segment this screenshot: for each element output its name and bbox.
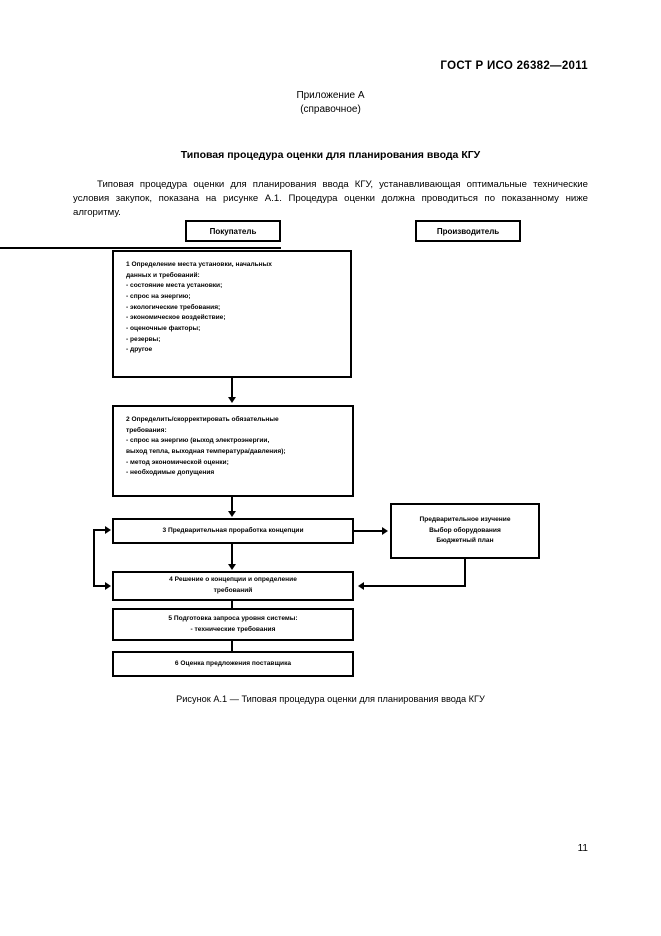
node-step-1-line-6: - экономическое воздействие; <box>126 314 226 322</box>
node-step-1-line-8: - резервы; <box>126 335 161 343</box>
arrowhead-step2-step3 <box>228 511 236 517</box>
node-step-5: 5 Подготовка запроса уровня системы: - т… <box>112 608 354 641</box>
role-header-manufacturer: Производитель <box>415 220 521 242</box>
arrowhead-step3-manufacturer <box>382 527 388 535</box>
node-step-1-line-3: - состояние места установки; <box>126 282 223 290</box>
node-step-5-line-2: - технические требования <box>190 625 276 633</box>
section-title: Типовая процедура оценки для планировани… <box>180 149 481 161</box>
node-step-2-line-4: выход тепла, выходная температура/давлен… <box>126 448 286 456</box>
node-step-6-line-1: 6 Оценка предложения поставщика <box>174 659 292 667</box>
node-step-1: 1 Определение места установки, начальных… <box>112 250 352 378</box>
node-step-6: 6 Оценка предложения поставщика <box>112 651 354 677</box>
node-step-2-line-3: - спрос на энергию (выход электроэнергии… <box>126 437 270 445</box>
connector-step3-step4 <box>231 544 233 567</box>
role-header-buyer-label: Покупатель <box>209 226 257 236</box>
arrowhead-feedback-step3 <box>105 526 111 534</box>
node-step-1-line-7: - оценочные факторы; <box>126 325 201 333</box>
node-step-2-line-1: 2 Определить/скорректировать обязательны… <box>126 416 279 423</box>
flowchart: Покупатель Производитель 1 Определение м… <box>0 215 661 695</box>
connector-step1-step2 <box>231 378 233 399</box>
role-header-buyer: Покупатель <box>185 220 281 242</box>
standard-header: ГОСТ Р ИСО 26382—2011 <box>440 60 588 72</box>
connector-manufacturer-step4-vertical <box>464 559 466 587</box>
node-step-4-line-2: требований <box>213 587 253 594</box>
node-manufacturer-line-3: Бюджетный план <box>436 537 494 545</box>
node-step-1-line-9: - другое <box>126 346 153 354</box>
arrowhead-step3-step4 <box>228 564 236 570</box>
node-step-1-line-1: 1 Определение места установки, начальных <box>126 261 272 268</box>
node-manufacturer-box: Предварительное изучение Выбор оборудова… <box>390 503 540 559</box>
node-step-2: 2 Определить/скорректировать обязательны… <box>112 405 354 497</box>
connector-manufacturer-step4-horizontal <box>364 585 466 587</box>
connector-feedback-into-step4 <box>93 585 108 587</box>
connector-feedback-loop-vertical <box>93 529 95 587</box>
arrowhead-feedback-step4 <box>105 582 111 590</box>
node-step-4-line-1: 4 Решение о концепции и определение <box>169 576 297 584</box>
node-step-1-line-4: - спрос на энергию; <box>126 293 191 301</box>
intro-paragraph: Типовая процедура оценки для планировани… <box>73 179 588 218</box>
node-step-1-line-2: данных и требований: <box>126 271 200 279</box>
node-step-3-line-1: 3 Предварительная проработка концепции <box>162 526 304 534</box>
node-step-1-line-5: - экологические требования; <box>126 303 221 311</box>
connector-step2-step3 <box>231 497 233 514</box>
connector-feedback-into-step3 <box>93 529 108 531</box>
page-number: 11 <box>577 843 588 854</box>
role-header-manufacturer-label: Производитель <box>436 226 500 236</box>
annex-kind: (справочное) <box>300 104 361 115</box>
buyer-lane-divider <box>0 247 281 249</box>
node-step-5-line-1: 5 Подготовка запроса уровня системы: <box>168 614 298 622</box>
node-step-2-line-2: требования: <box>126 426 167 434</box>
annex-heading: Приложение А (справочное) <box>0 90 661 115</box>
annex-label: Приложение А <box>296 90 365 101</box>
node-manufacturer-line-2: Выбор оборудования <box>429 526 501 534</box>
connector-step3-manufacturer <box>354 530 384 532</box>
node-step-4: 4 Решение о концепции и определение треб… <box>112 571 354 601</box>
node-step-3: 3 Предварительная проработка концепции <box>112 518 354 544</box>
node-manufacturer-line-1: Предварительное изучение <box>419 515 511 523</box>
arrowhead-manufacturer-step4 <box>358 582 364 590</box>
node-step-2-line-6: - необходимые допущения <box>126 469 215 477</box>
arrowhead-step1-step2 <box>228 397 236 403</box>
node-step-2-line-5: - метод экономической оценки; <box>126 458 229 466</box>
figure-caption: Рисунок А.1 — Типовая процедура оценки д… <box>176 694 485 704</box>
